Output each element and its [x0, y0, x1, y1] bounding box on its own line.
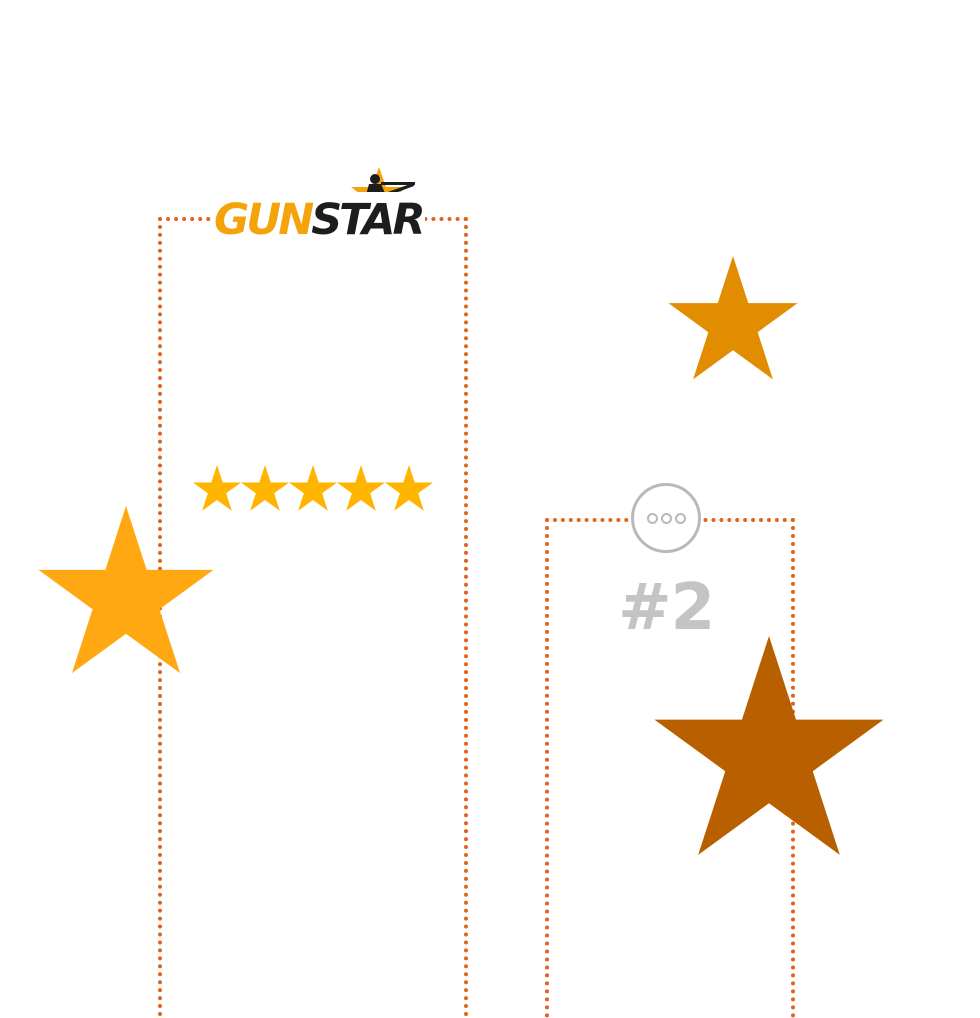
- logo-word-star: STAR: [311, 195, 425, 245]
- rating-star-icon: [385, 464, 433, 511]
- more-options-button[interactable]: [631, 483, 701, 553]
- star-icon: [38, 506, 214, 674]
- star-rating: [193, 463, 433, 513]
- more-dots-icon: [646, 512, 686, 524]
- rating-star-icon: [337, 464, 385, 511]
- rating-star-icon: [241, 464, 289, 511]
- rating-star-icon: [289, 464, 337, 511]
- star-icon: [654, 636, 884, 855]
- logo-word-gun: GUN: [214, 195, 314, 245]
- star-icon: [668, 256, 798, 380]
- logo-wordmark: GUNSTAR: [212, 192, 426, 248]
- gunstar-logo: GUNSTAR: [205, 165, 426, 248]
- rank-label: #2: [618, 571, 715, 645]
- rating-star-icon: [193, 464, 241, 511]
